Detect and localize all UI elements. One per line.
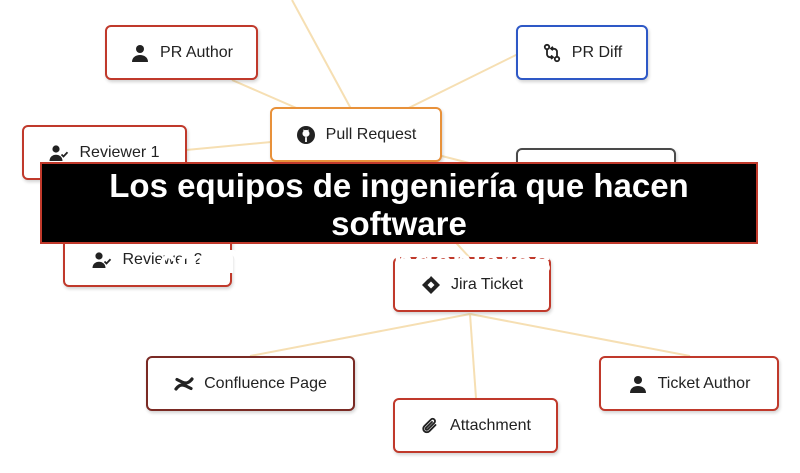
- git-compare-icon: [542, 43, 562, 63]
- node-ticket-author[interactable]: Ticket Author: [599, 356, 779, 411]
- github-icon: [296, 125, 316, 145]
- jira-icon: [421, 275, 441, 295]
- edge-confluence: [249, 313, 471, 357]
- person-check-icon: [92, 250, 112, 270]
- node-label: Jira Ticket: [450, 275, 523, 293]
- node-label: Confluence Page: [204, 374, 327, 392]
- subtitle-caption: Los equipos de ingeniería que hacen soft…: [40, 162, 758, 280]
- node-attachment[interactable]: Attachment: [393, 398, 558, 453]
- edge-top: [291, 0, 357, 119]
- node-confluence-page[interactable]: Confluence Page: [146, 356, 355, 411]
- person-icon: [628, 374, 648, 394]
- node-jira-ticket[interactable]: Jira Ticket: [393, 257, 551, 312]
- person-icon: [130, 43, 150, 63]
- node-pr-author[interactable]: PR Author: [105, 25, 258, 80]
- caption-line-2: con Neo tiene ingenieros extra: [158, 243, 640, 280]
- confluence-icon: [174, 374, 194, 394]
- node-pull-request[interactable]: Pull Request: [270, 107, 442, 162]
- caption-line-1: Los equipos de ingeniería que hacen soft…: [109, 167, 689, 242]
- node-label: PR Diff: [571, 43, 623, 61]
- node-label: PR Author: [160, 43, 233, 61]
- node-label: Ticket Author: [657, 374, 751, 392]
- edge-ticket-author: [469, 313, 691, 357]
- paperclip-icon: [420, 416, 440, 436]
- node-label: Pull Request: [325, 125, 417, 143]
- node-label: Reviewer 2: [122, 250, 203, 268]
- node-label: Attachment: [450, 416, 531, 434]
- node-pr-diff[interactable]: PR Diff: [516, 25, 648, 80]
- node-label: Reviewer 1: [79, 143, 160, 161]
- edge-attachment: [469, 313, 477, 399]
- person-check-icon: [49, 143, 69, 163]
